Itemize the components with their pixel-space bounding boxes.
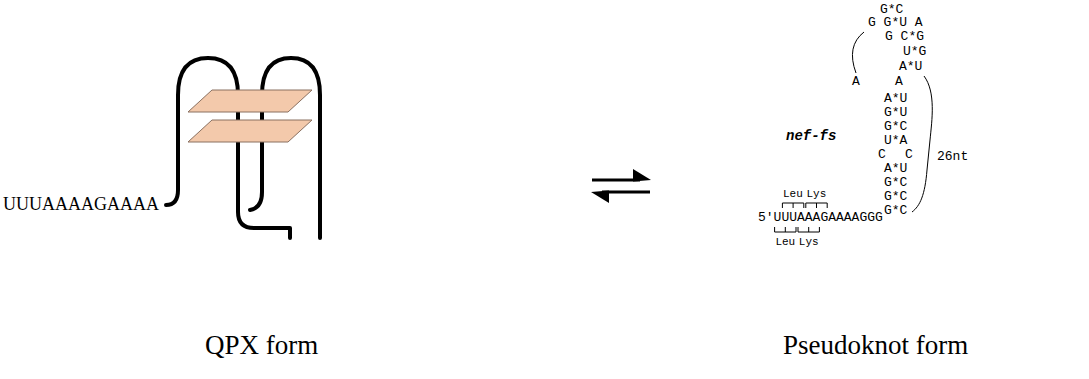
arrow-head: [633, 169, 651, 182]
form-caption: QPX form: [205, 330, 318, 360]
base-pair: A*U: [899, 60, 922, 74]
strand-line: [250, 58, 320, 238]
base-label: C: [878, 148, 886, 162]
codon-label: Lys: [799, 236, 819, 248]
element-name: nef-fs: [786, 128, 836, 144]
base-pair: G*C: [884, 176, 907, 190]
base-pair: G C*G: [885, 30, 924, 44]
loop-line: [912, 76, 932, 212]
quadruplex-strand: [166, 58, 320, 238]
codon-bracket: [798, 227, 819, 232]
codon-bracket: [775, 227, 796, 232]
backbone-lines: [852, 32, 932, 212]
base-pair: A*U: [884, 92, 907, 106]
arrow-head: [591, 191, 609, 204]
base-pair: G G*U A: [868, 16, 923, 30]
base-pair: U*G: [903, 45, 926, 59]
loop-length: 26nt: [937, 150, 968, 164]
base-pair: G*C: [884, 204, 907, 218]
codon-label: Leu: [783, 188, 803, 200]
base-label: C: [905, 148, 913, 162]
base-pair: A*U: [884, 162, 907, 176]
base-label: A: [895, 75, 903, 89]
base-pair: G*C: [884, 120, 907, 134]
sequence-label: 5'UUUAAAGAAAAGGG: [758, 211, 883, 225]
quartet-plane: [188, 90, 312, 112]
loop-line: [852, 32, 864, 73]
codon-label: Lys: [807, 188, 827, 200]
arrow-shaft: [602, 191, 650, 194]
equilibrium-arrows: [592, 180, 650, 192]
quartet-plane: [188, 120, 312, 142]
form-caption: Pseudoknot form: [783, 330, 968, 360]
base-pair: U*A: [884, 134, 907, 148]
codon-bracket: [782, 203, 803, 208]
base-pair: G*U: [884, 106, 907, 120]
base-pair: G*C: [884, 190, 907, 204]
sequence-label: UUUAAAAGAAAA: [3, 194, 159, 214]
strand-line: [166, 58, 290, 238]
arrow-shaft: [592, 179, 640, 182]
codon-bracket: [806, 203, 827, 208]
codon-label: Leu: [775, 236, 795, 248]
base-label: A: [852, 75, 860, 89]
base-pair: G*C: [880, 3, 903, 17]
